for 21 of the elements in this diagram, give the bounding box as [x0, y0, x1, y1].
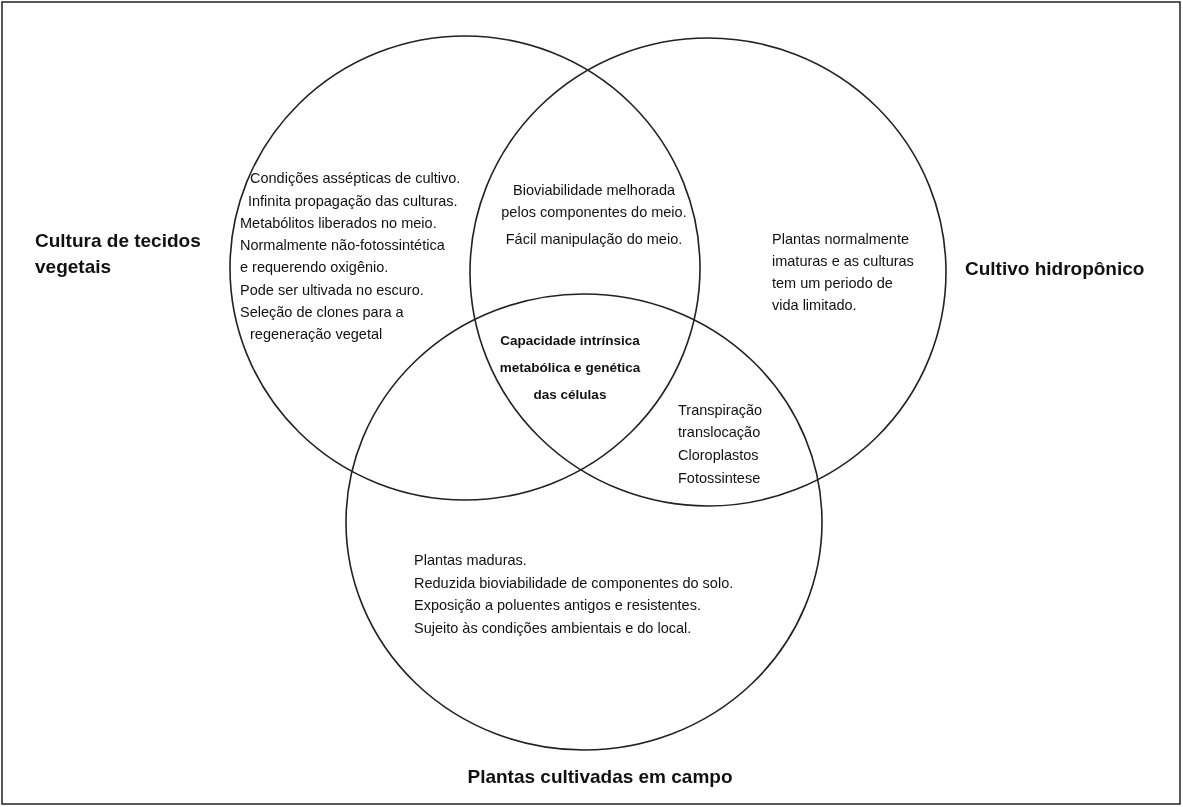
- region-text: Fácil manipulação do meio.: [504, 230, 684, 249]
- region-text: translocação: [678, 423, 762, 442]
- region-text: Condições assépticas de cultivo.: [250, 169, 462, 188]
- region-text: Infinita propagação das culturas.: [248, 192, 459, 211]
- circle-heading: Plantas cultivadas em campo: [466, 765, 734, 789]
- region-text: Pode ser ultivada no escuro.: [240, 281, 425, 300]
- region-text: Seleção de clones para a regeneração vegetal: [240, 303, 405, 344]
- circle-heading: Cultivo hidropônico: [965, 257, 1146, 281]
- region-text: Sujeito às condições ambientais e do local.: [414, 619, 693, 638]
- region-text: Reduzida bioviabilidade de componentes do solo.: [414, 574, 735, 593]
- region-text: Metabólitos liberados no meio.: [240, 214, 438, 233]
- region-text: Bioviabilidade melhorada pelos componentes do meio.: [500, 181, 688, 222]
- region-text: Cloroplastos: [678, 446, 760, 465]
- region-text: Transpiração: [678, 401, 764, 420]
- region-text: Fotossintese: [678, 469, 762, 488]
- region-text: Plantas maduras.: [414, 551, 528, 570]
- center-text: Capacidade intrínsica metabólica e genética das células: [498, 332, 642, 404]
- region-text: Plantas normalmente imaturas e as culturas tem um periodo de vida limitado.: [772, 230, 915, 315]
- circle-heading: Cultura de tecidos vegetais: [35, 229, 202, 279]
- region-text: Normalmente não-fotossintética e requerendo oxigênio.: [240, 236, 446, 277]
- region-text: Exposição a poluentes antigos e resistentes.: [414, 596, 702, 615]
